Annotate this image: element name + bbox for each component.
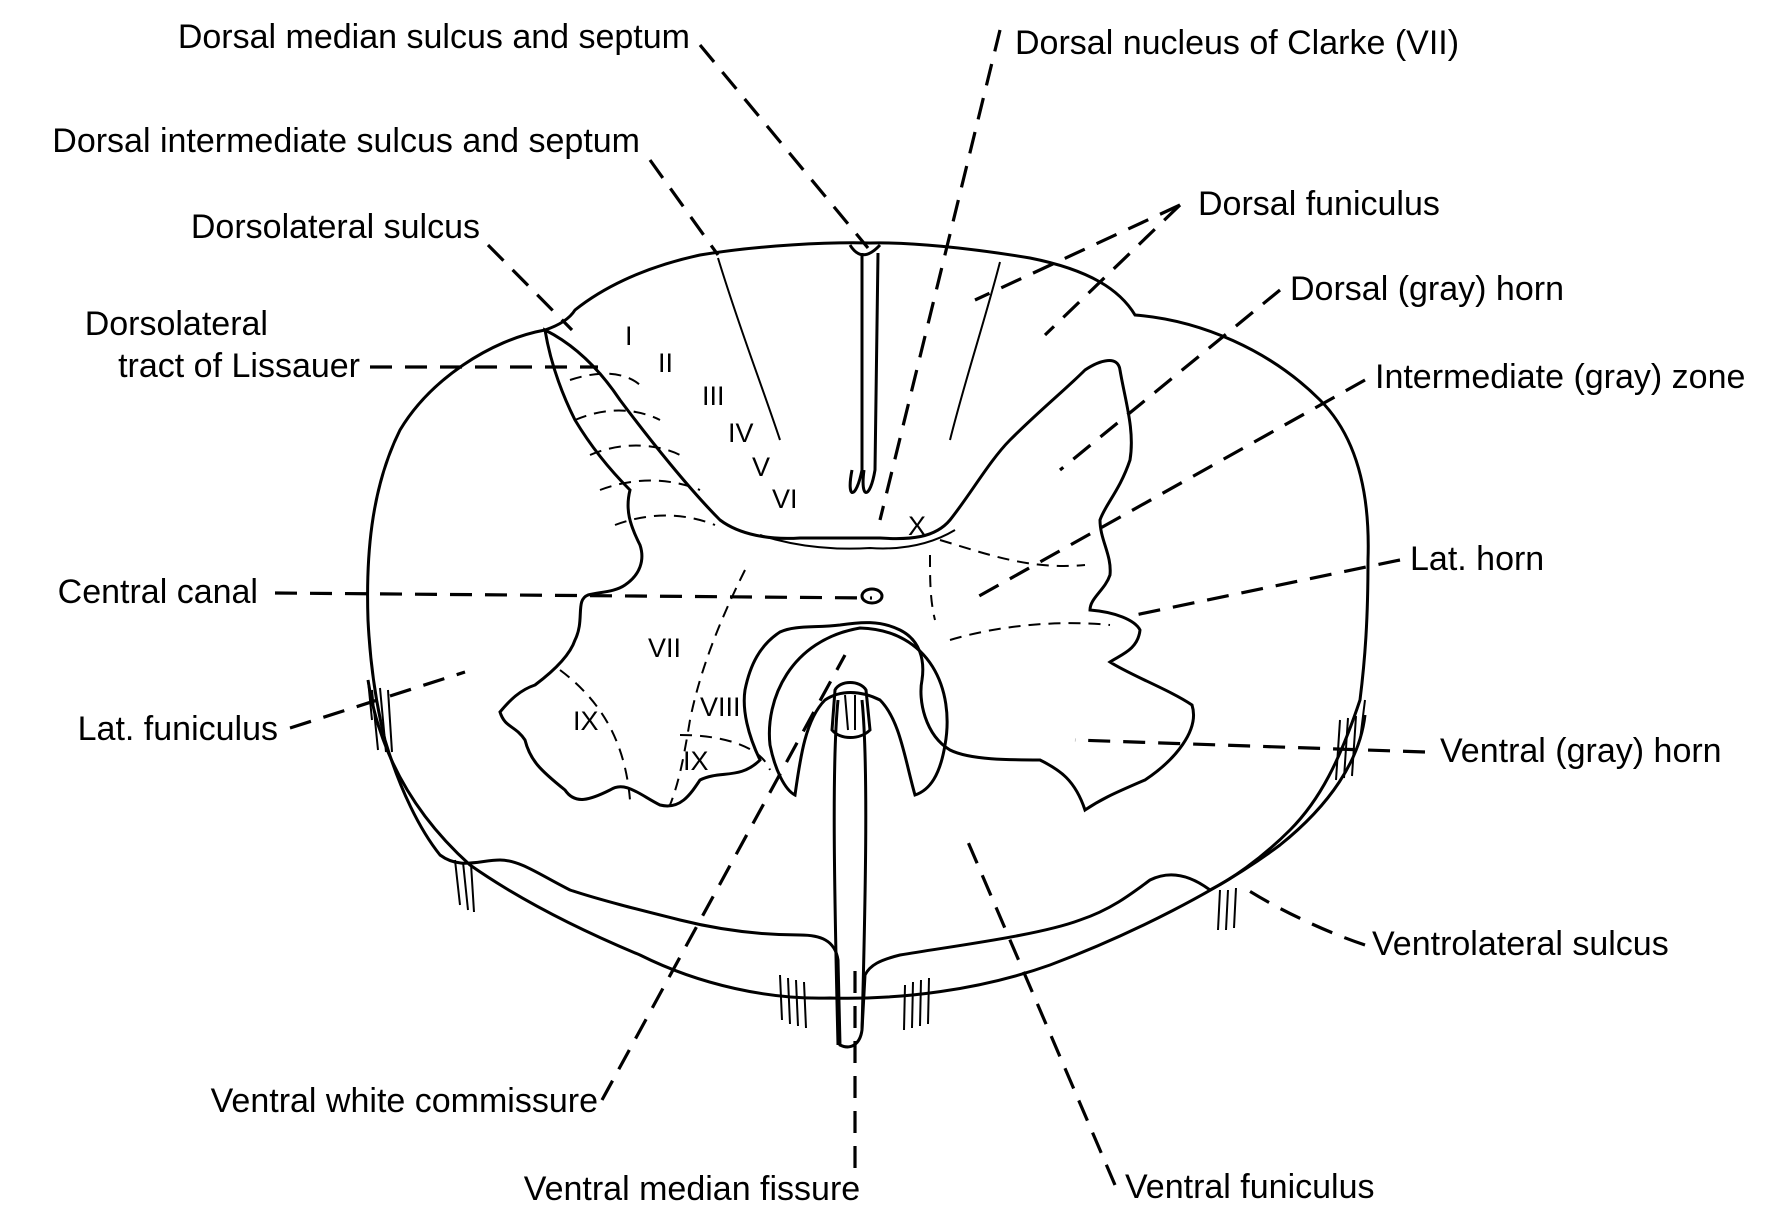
label-dorsolateral-sulcus: Dorsolateral sulcus <box>191 208 480 246</box>
leader-dorsolateral-sulcus <box>486 243 574 332</box>
label-lissauer-line1: Dorsolateral <box>85 305 268 343</box>
leader-lat-funiculus <box>289 670 466 730</box>
slab-ridges-left <box>371 687 807 1029</box>
leader-intermediate-zone <box>971 378 1366 602</box>
label-dorsal-funiculus: Dorsal funiculus <box>1198 185 1440 223</box>
gray-matter <box>498 327 1195 813</box>
leader-ventrolateral-sulcus <box>1239 883 1366 947</box>
lamina-IX-outer-label: IX <box>573 706 599 736</box>
lamina-II-label: II <box>658 348 673 378</box>
lamina-VIII-label: VIII <box>700 692 741 722</box>
lamina-III-label: III <box>702 381 725 411</box>
fissure-rim <box>830 681 872 739</box>
lamina-VI-label: VI <box>772 484 798 514</box>
lamina-IX-inner-label: IX <box>683 746 709 776</box>
label-lissauer-line2: tract of Lissauer <box>118 347 360 385</box>
leader-dorsal-horn <box>1058 288 1282 472</box>
lamina-V-label: V <box>752 452 770 482</box>
label-intermediate-gray-zone: Intermediate (gray) zone <box>1375 358 1745 396</box>
label-ventral-gray-horn: Ventral (gray) horn <box>1440 732 1722 770</box>
leader-ventral-white-commissure <box>600 654 847 1101</box>
label-ventral-funiculus: Ventral funiculus <box>1125 1168 1375 1206</box>
dorsal-intermediate-septum-left <box>717 257 781 441</box>
cord-slab-right-edge <box>1359 699 1366 741</box>
dorsal-median-septum <box>848 252 880 494</box>
slab-ridges-right <box>903 715 1357 1031</box>
label-ventral-median-fissure: Ventral median fissure <box>524 1170 860 1208</box>
dorsal-intermediate-septum-right <box>949 261 1001 441</box>
leader-lat-horn <box>1134 558 1401 617</box>
label-dorsal-gray-horn: Dorsal (gray) horn <box>1290 270 1564 308</box>
lamina-X-label: X <box>908 511 926 541</box>
cord-slab-side <box>366 679 1367 1000</box>
ventral-white-commissure-region <box>767 626 949 798</box>
dorsal-funiculus-boundary <box>759 529 956 550</box>
leader-dorsal-funiculus-a <box>974 203 1181 302</box>
cord-outline <box>366 241 1370 1049</box>
label-dorsal-intermediate-sulcus: Dorsal intermediate sulcus and septum <box>52 122 640 160</box>
label-lat-funiculus: Lat. funiculus <box>78 710 278 748</box>
lamina-I-label: I <box>625 321 633 351</box>
dorsal-median-sulcus-notch <box>848 243 882 257</box>
leader-clarke <box>878 29 1002 521</box>
cord-slab-left-edge <box>367 679 373 721</box>
ventral-median-fissure <box>832 699 868 1046</box>
central-canal <box>860 587 884 605</box>
label-ventrolateral-sulcus: Ventrolateral sulcus <box>1372 925 1669 963</box>
label-lat-horn: Lat. horn <box>1410 540 1544 578</box>
lamina-IV-label: IV <box>728 418 754 448</box>
leader-dorsal-median <box>698 43 870 250</box>
leader-central-canal <box>274 591 873 600</box>
label-central-canal: Central canal <box>58 573 258 611</box>
leader-dorsal-funiculus-b <box>1043 203 1182 337</box>
leader-ventral-funiculus <box>963 834 1117 1186</box>
leader-dorsal-intermediate <box>648 159 720 256</box>
leader-ventral-horn <box>1074 738 1426 754</box>
lamina-VII-label: VII <box>648 633 681 663</box>
label-dorsal-median-sulcus: Dorsal median sulcus and septum <box>178 18 690 56</box>
label-dorsal-nucleus-clarke: Dorsal nucleus of Clarke (VII) <box>1015 24 1459 62</box>
leader-lines <box>274 29 1426 1186</box>
label-ventral-white-commissure: Ventral white commissure <box>211 1082 598 1120</box>
lamina-boundaries <box>569 372 716 526</box>
